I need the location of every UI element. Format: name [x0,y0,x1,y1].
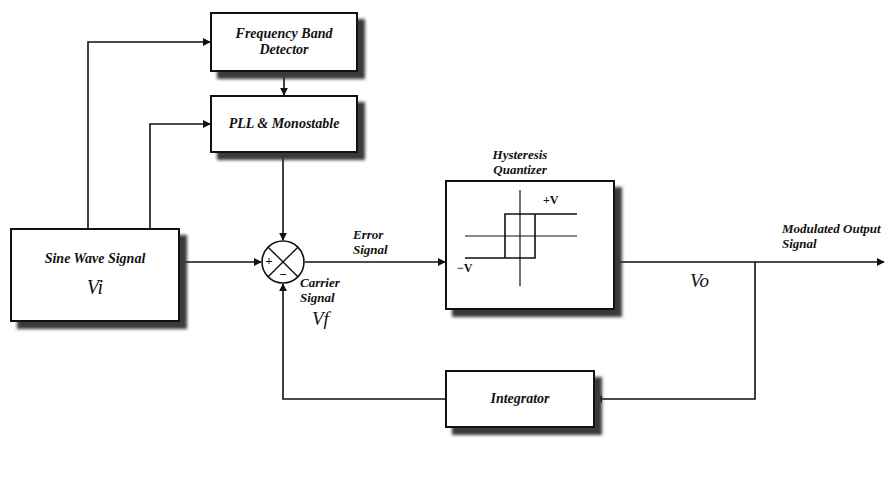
signal-symbol: Vf [312,308,352,330]
level-label: +V [543,194,559,208]
signal-wire [180,261,261,263]
signal-wire [150,124,210,228]
box-title: Sine Wave Signal [45,251,146,267]
summing-junction: +− [261,240,305,284]
integrator-box: Integrator [445,370,595,428]
box-title: Integrator [490,391,549,407]
signal-label: Carrier Signal [300,276,362,306]
box-title: PLL & Monostable [229,116,340,132]
quantizer-box: Hysteresis Quantizer +V −V [445,148,595,298]
output-wire [755,261,884,263]
hysteresis-symbol [447,182,593,296]
signal-label: Modulated Output Signal [782,222,886,252]
signal-wire [283,72,285,95]
level-label: −V [457,262,473,276]
quantizer-frame: +V −V [445,180,615,310]
signal-wire [305,261,445,263]
pll-box: PLL & Monostable [210,95,358,153]
signal-wire [595,262,755,399]
sign-mark: − [278,268,288,281]
source-box: Sine Wave SignalVi [10,228,180,322]
signal-wire [282,153,284,240]
wire-label: Error Signal [353,228,413,258]
signal-symbol: Vo [690,270,730,292]
signal-symbol: Vi [87,276,103,299]
signal-wire [88,42,210,228]
sign-mark: + [264,254,274,267]
detector-box: Frequency Band Detector [210,12,358,72]
box-title: Frequency Band Detector [220,26,348,58]
box-title: Hysteresis Quantizer [465,148,575,180]
